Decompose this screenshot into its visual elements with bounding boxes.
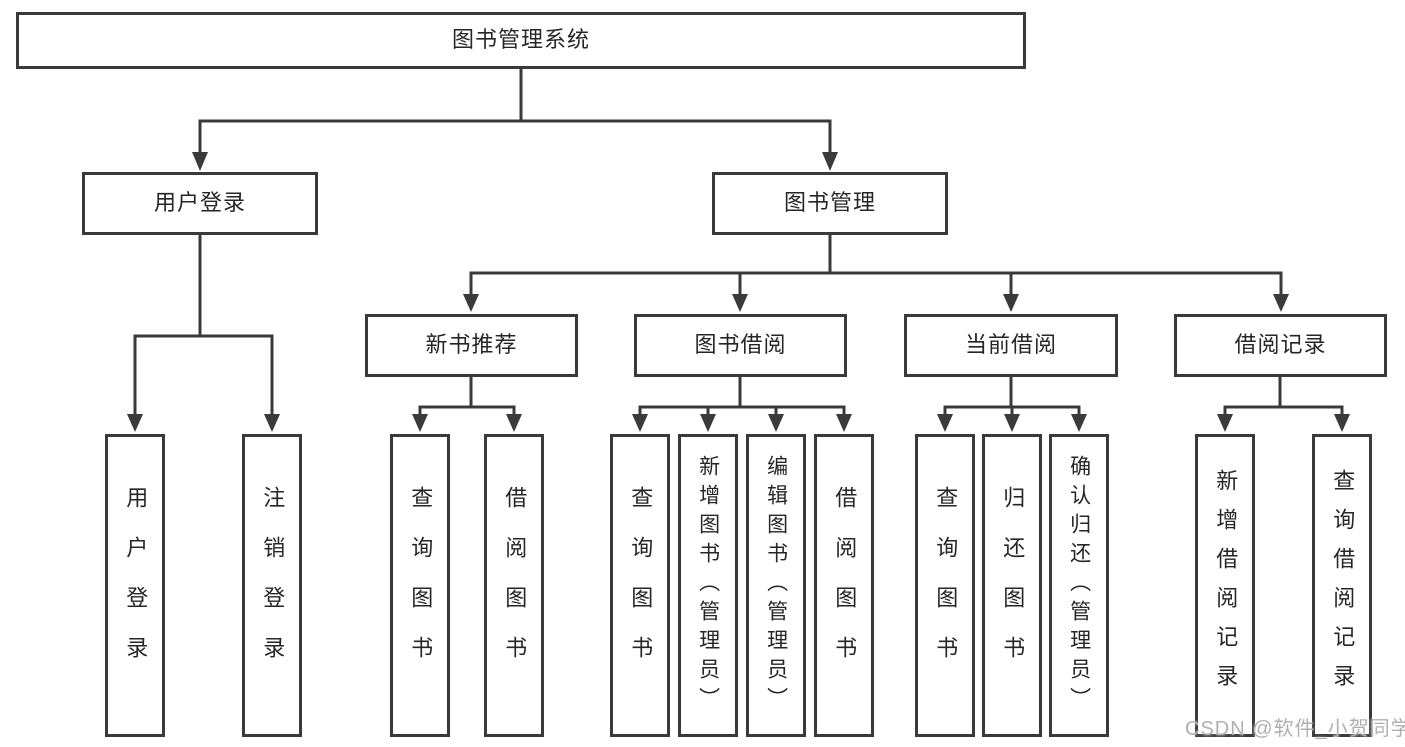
leaf-br-add-record: 新增借阅记录	[1195, 434, 1255, 737]
leaf-cb-return-books: 归还图书	[982, 434, 1042, 737]
leaf-logout: 注销登录	[242, 434, 302, 737]
node-book-mgmt: 图书管理	[712, 172, 948, 235]
leaf-user-login: 用户登录	[105, 434, 165, 737]
node-user-login: 用户登录	[82, 172, 318, 235]
leaf-bb-borrow-books: 借阅图书	[814, 434, 874, 737]
leaf-bb-add-books-admin: 新增图书（管理员）	[678, 434, 738, 737]
connector-user-login-children	[127, 235, 280, 432]
node-root: 图书管理系统	[16, 12, 1026, 69]
leaf-bb-edit-books-admin: 编辑图书（管理员）	[746, 434, 806, 737]
node-borrow-records: 借阅记录	[1174, 314, 1387, 377]
connector-new-book-children	[412, 377, 522, 432]
connector-book-borrow-children	[632, 377, 852, 432]
leaf-cb-query-books: 查询图书	[915, 434, 975, 737]
connector-root-to-level2	[192, 69, 838, 171]
connector-book-mgmt-children	[463, 235, 1289, 312]
leaf-br-query-record: 查询借阅记录	[1312, 434, 1372, 737]
node-new-book-rec: 新书推荐	[365, 314, 578, 377]
connector-current-borrow-children	[937, 377, 1087, 432]
watermark: CSDN @软件_小贺同学	[1185, 718, 1405, 740]
connector-borrow-records-children	[1217, 377, 1350, 432]
leaf-cb-confirm-return-admin: 确认归还（管理员）	[1049, 434, 1109, 737]
leaf-rec-query-books: 查询图书	[390, 434, 450, 737]
node-book-borrow: 图书借阅	[634, 314, 847, 377]
node-current-borrow: 当前借阅	[904, 314, 1118, 377]
leaf-rec-borrow-books: 借阅图书	[484, 434, 544, 737]
leaf-bb-query-books: 查询图书	[610, 434, 670, 737]
